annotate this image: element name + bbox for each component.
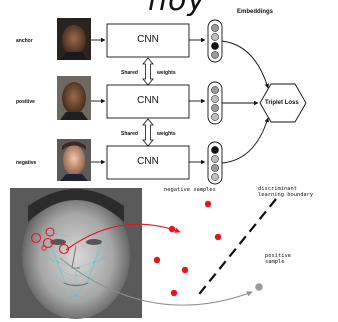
cnn-box-negative <box>106 145 190 180</box>
negative-sample-dot <box>181 266 189 274</box>
negative-to-loss-arrow <box>221 117 269 164</box>
positive-mapping-arrow <box>59 257 253 306</box>
negative-sample-dot <box>170 289 178 297</box>
triplet-loss-label: Triplet Loss <box>265 100 299 106</box>
weights-label-1: weights <box>157 70 176 76</box>
weights-label-2: weights <box>157 131 176 137</box>
face-landmark-image <box>10 188 142 319</box>
shared-label-2: Shared <box>121 131 138 137</box>
cnn-label-negative: CNN <box>137 156 159 167</box>
embeddings-title: Embeddings <box>237 9 274 15</box>
top-partial-text: hoy <box>148 0 207 18</box>
cnn-label-anchor: CNN <box>137 34 159 45</box>
shared-weights-arrow-1 <box>142 57 154 86</box>
cnn-box-anchor <box>106 23 190 58</box>
row-label-negative: negative <box>16 160 37 166</box>
row-label-positive: positive <box>16 99 35 105</box>
negative-samples-label: negative samples <box>164 187 216 193</box>
discriminant-boundary-line <box>195 198 277 299</box>
negative-mapping-arrow <box>65 223 181 251</box>
embedding-negative <box>207 141 223 185</box>
shared-weights-arrow-2 <box>142 118 154 147</box>
negative-sample-dot <box>214 233 222 241</box>
row-label-anchor: anchor <box>16 38 33 44</box>
positive-sample-dot <box>255 283 263 291</box>
negative-sample-dot <box>153 256 161 264</box>
positive-photo <box>57 76 91 120</box>
shared-label-1: Shared <box>121 70 138 76</box>
positive-sample-label: positive sample <box>265 253 291 266</box>
anchor-to-loss-arrow <box>221 40 269 89</box>
embedding-positive <box>207 81 223 125</box>
anchor-photo <box>57 18 91 60</box>
embedding-anchor <box>207 19 223 63</box>
negative-sample-dot <box>204 200 212 208</box>
negative-photo <box>57 139 91 181</box>
boundary-label: discriminant learning boundary <box>258 186 314 199</box>
triplet-loss-node <box>259 83 307 123</box>
negative-sample-dot <box>168 225 176 233</box>
cnn-label-positive: CNN <box>137 95 159 106</box>
cnn-box-positive <box>106 84 190 119</box>
